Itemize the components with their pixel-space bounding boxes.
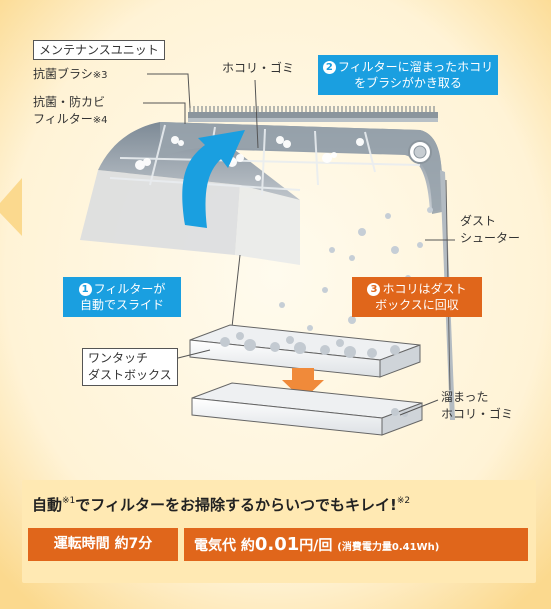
dust-chute-label-line1: ダスト	[460, 214, 497, 228]
cost-prefix: 約	[240, 538, 255, 554]
duration-label: 運転時間	[53, 536, 110, 552]
filter-lower-panel	[80, 170, 240, 255]
dust-chute-label-line2: シューター	[460, 231, 521, 245]
cost-label: 電気代	[194, 538, 236, 554]
filter-note: ※4	[92, 115, 108, 126]
brush-label-text: 抗菌ブラシ	[33, 67, 93, 81]
step2-number: 2	[322, 61, 336, 74]
slide-arrow	[182, 130, 245, 228]
maintenance-unit-label: メンテナンスユニット	[33, 40, 165, 60]
brush-note: ※3	[92, 70, 108, 81]
filter-label-line1: 抗菌・防カビ	[33, 95, 106, 109]
cost-unit: 円/回	[299, 538, 333, 554]
side-notch	[0, 178, 22, 236]
dust-box-label-line2: ダストボックス	[88, 368, 172, 382]
cost-note: (消費電力量0.41Wh)	[337, 542, 440, 553]
step1-line2: 自動でスライド	[79, 298, 164, 312]
step1-number: 1	[78, 283, 92, 296]
duration-value: 約7分	[114, 536, 153, 552]
cost-pill: 電気代 約0.01円/回 (消費電力量0.41Wh)	[184, 528, 528, 561]
step2-line1: フィルターに溜まったホコリ	[337, 60, 494, 74]
antibacterial-brush	[188, 106, 438, 122]
collected-label-line2: ホコリ・ゴミ	[441, 407, 514, 421]
step3-line2: ボックスに回収	[375, 298, 459, 312]
summary-headline: 自動※1でフィルターをお掃除するからいつでもキレイ!※2	[32, 494, 532, 515]
filter-roller	[408, 140, 432, 164]
summary-panel: 自動※1でフィルターをお掃除するからいつでもキレイ!※2 運転時間 約7分 電気…	[22, 480, 536, 583]
headline-part-b: でフィルターをお掃除するからいつでもキレイ!	[75, 496, 397, 514]
cost-value: 0.01	[254, 534, 300, 555]
headline-part-a: 自動	[32, 496, 63, 514]
step3-number: 3	[367, 283, 381, 296]
filter-lower-panel-right	[235, 185, 300, 265]
step1-line1: フィルターが	[93, 282, 166, 296]
dust-box-lower	[191, 382, 423, 436]
brush-label: 抗菌ブラシ※3	[33, 66, 108, 84]
headline-note1: ※1	[62, 496, 76, 506]
filter-label-line2: フィルター※4	[33, 111, 108, 129]
collected-label-line1: 溜まった	[441, 390, 489, 404]
step3-line1: ホコリはダスト	[382, 282, 467, 296]
duration-pill: 運転時間 約7分	[28, 528, 178, 561]
dust-top-label: ホコリ・ゴミ	[222, 61, 295, 75]
dust-box-upper	[189, 324, 421, 378]
dust-box-label: ワンタッチダストボックス	[82, 348, 178, 386]
step2-line2: をブラシがかき取る	[354, 76, 462, 90]
filter-label-text: フィルター	[33, 112, 93, 126]
collect-arrow	[282, 368, 324, 400]
headline-note2: ※2	[396, 496, 411, 506]
dust-box-label-line1: ワンタッチ	[88, 351, 149, 365]
